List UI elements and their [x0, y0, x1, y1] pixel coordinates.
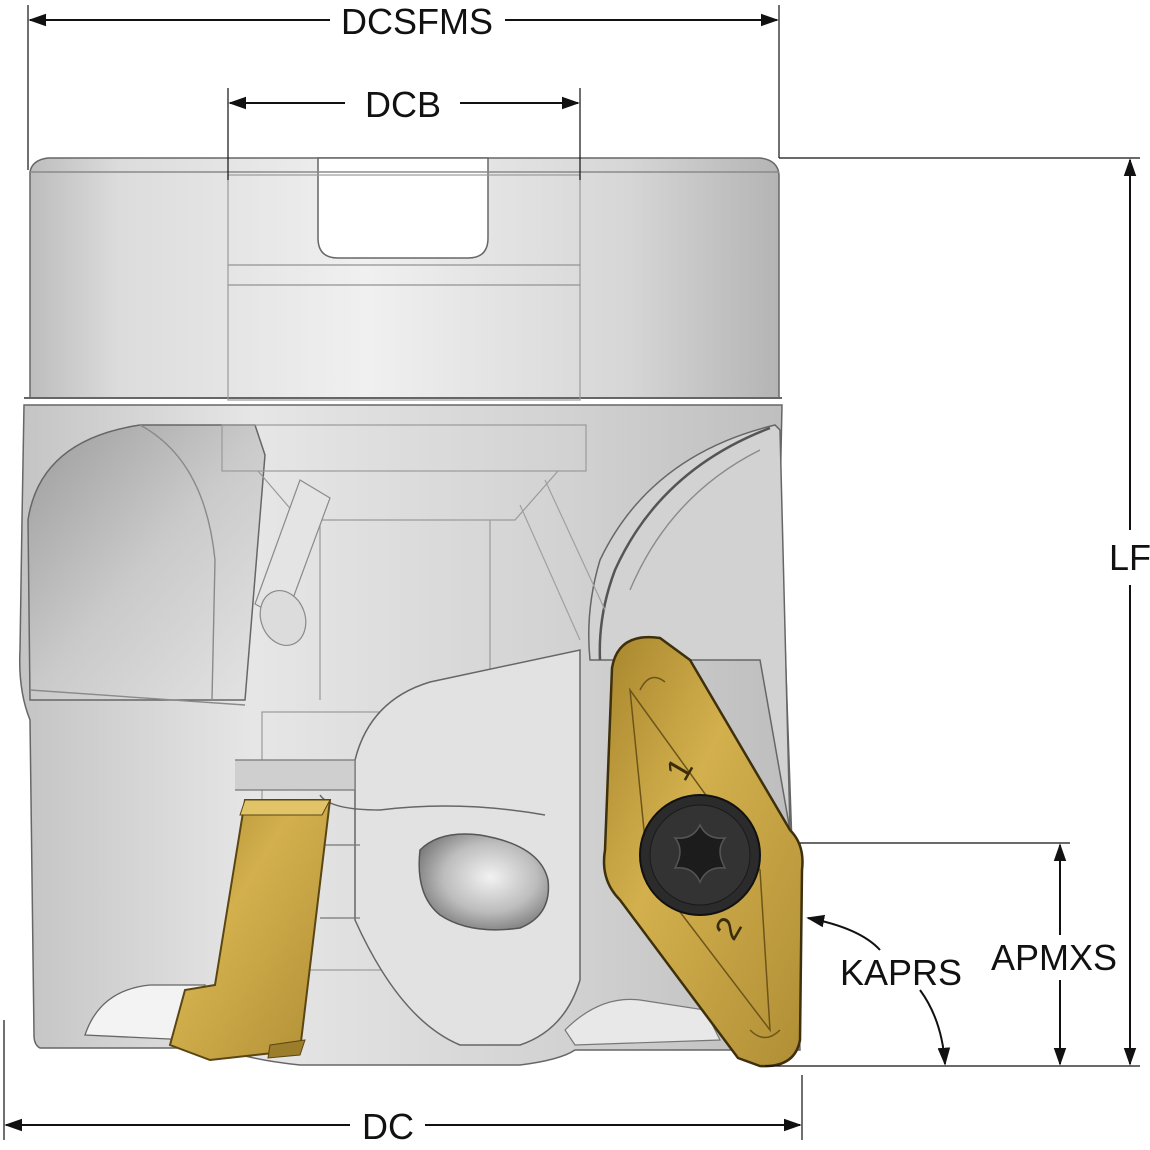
- dcsfms-label: DCSFMS: [341, 1, 493, 42]
- coolant-hole: [418, 833, 550, 931]
- upper-cylinder: [29, 157, 780, 399]
- dimension-lines: DCSFMS DCB LF APMXS KAPRS DC: [3, 1, 1150, 1147]
- kaprs-arc-upper: [806, 914, 881, 951]
- drive-key-slot: [317, 157, 489, 259]
- right-insert: 1 2: [602, 635, 804, 1068]
- lf-label: LF: [1109, 537, 1150, 578]
- left-chip-pocket: [27, 424, 266, 701]
- kaprs-label: KAPRS: [840, 952, 962, 993]
- cutter-body: [18, 157, 801, 1066]
- left-insert: [168, 799, 332, 1062]
- dc-label: DC: [362, 1106, 414, 1147]
- torx-recess-icon: [673, 823, 727, 884]
- dcb-label: DCB: [365, 84, 441, 125]
- kaprs-arc-lower: [919, 989, 951, 1066]
- apmxs-label: APMXS: [991, 937, 1117, 978]
